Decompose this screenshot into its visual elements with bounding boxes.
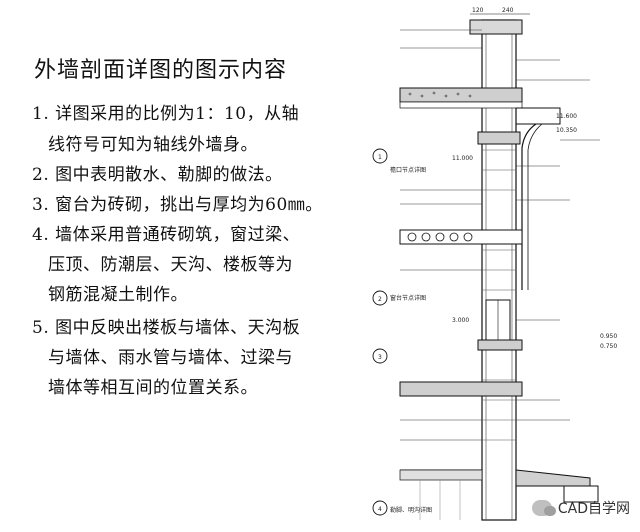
leader-lines bbox=[516, 59, 600, 421]
lintel bbox=[477, 131, 521, 145]
elevation-5: 0.950 bbox=[600, 333, 617, 340]
page-title: 外墙剖面详图的图示内容 bbox=[34, 58, 288, 83]
brick-hatch bbox=[482, 149, 516, 441]
dim-top-2: 240 bbox=[502, 7, 514, 14]
list-item: 4. 墙体采用普通砖砌筑，窗过梁、 bbox=[32, 225, 301, 245]
elevation-4: 3.000 bbox=[452, 317, 469, 324]
dim-top-1: 120 bbox=[472, 7, 484, 14]
mark-2: 2 bbox=[378, 296, 382, 303]
apron bbox=[515, 469, 591, 487]
list-item: 线符号可知为轴线外墙身。 bbox=[48, 135, 258, 155]
window-sill bbox=[477, 339, 523, 351]
list-item: 与墙体、雨水管与墙体、过梁与 bbox=[48, 348, 293, 368]
elevation-2: 10.350 bbox=[556, 127, 577, 134]
rain-pipe bbox=[521, 123, 537, 290]
wall-section-drawing: 120 240 1 2 3 4 檐口节点详图 窗台节点详图 勒脚、明沟详图 11… bbox=[372, 7, 617, 521]
list-item: 2. 图中表明散水、勒脚的做法。 bbox=[32, 165, 283, 185]
list-item: 墙体等相互间的位置关系。 bbox=[48, 378, 258, 398]
gutter bbox=[516, 107, 561, 125]
mark-1: 1 bbox=[378, 154, 382, 161]
mark-4: 4 bbox=[378, 506, 382, 513]
roof-gravel bbox=[408, 91, 472, 98]
watermark-text: CAD自学网 bbox=[557, 501, 630, 517]
elevation-6: 0.750 bbox=[600, 343, 617, 350]
roof-slab bbox=[399, 87, 523, 103]
elevation-3: 11.600 bbox=[556, 113, 577, 120]
ground-floor bbox=[399, 469, 483, 481]
list-item: 压顶、防潮层、天沟、楼板等为 bbox=[48, 255, 293, 275]
list-item: 1. 详图采用的比例为1：10，从轴 bbox=[32, 104, 300, 124]
list-item: 3. 窗台为砖砌，挑出与厚均为60㎜。 bbox=[32, 195, 323, 215]
detail-label-plinth: 勒脚、明沟详图 bbox=[390, 506, 432, 514]
floor-slab-lower bbox=[399, 381, 523, 397]
elevation-1: 11.000 bbox=[452, 155, 473, 162]
mark-3: 3 bbox=[378, 354, 382, 361]
chat-bubble-icon bbox=[531, 500, 556, 516]
detail-label-cornice: 檐口节点详图 bbox=[390, 166, 426, 174]
list-item: 5. 图中反映出楼板与墙体、天沟板 bbox=[32, 318, 301, 338]
floor-slab-upper bbox=[399, 229, 523, 245]
parapet-coping bbox=[469, 19, 523, 35]
list-item: 钢筋混凝土制作。 bbox=[48, 285, 188, 305]
text-panel: 外墙剖面详图的图示内容 1. 详图采用的比例为1：10，从轴 线符号可知为轴线外… bbox=[32, 58, 323, 398]
watermark: CAD自学网 bbox=[531, 498, 630, 518]
detail-label-sill: 窗台节点详图 bbox=[390, 294, 426, 302]
